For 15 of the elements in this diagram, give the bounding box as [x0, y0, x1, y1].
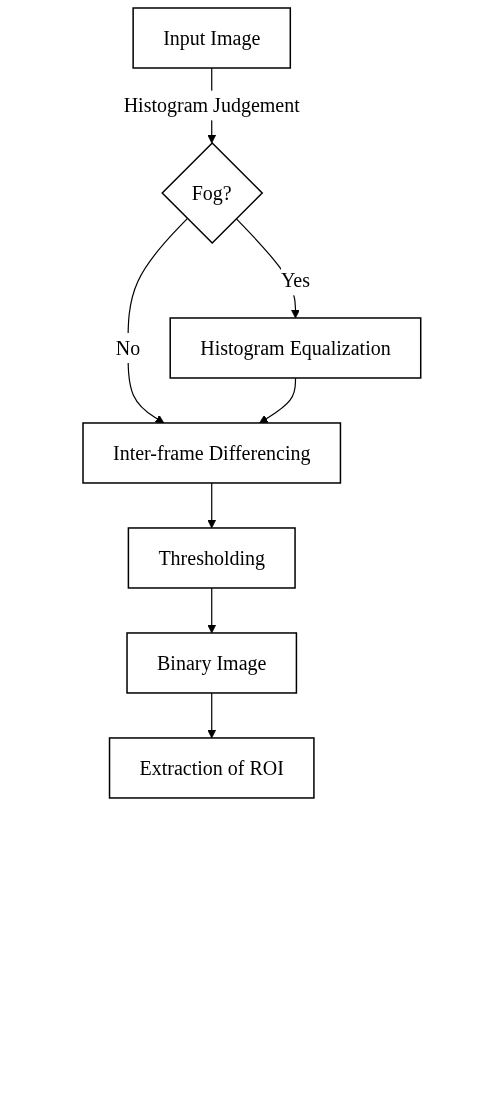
arrow [127, 217, 188, 424]
edge-label: Yes [281, 269, 311, 292]
edge-label: No [115, 336, 141, 359]
node-box: Histogram Equalization [169, 317, 422, 379]
node-box: Binary Image [126, 632, 298, 694]
node-box: Input Image [132, 7, 292, 69]
edge-label: Histogram Judgement [123, 94, 300, 117]
arrow [259, 377, 297, 424]
arrow [207, 482, 217, 529]
arrow [207, 587, 217, 634]
node-box: Thresholding [127, 527, 296, 589]
node-box: Extraction of ROI [108, 737, 315, 799]
arrow [207, 692, 217, 739]
node-box: Inter-frame Differencing [82, 422, 342, 484]
node-diamond: Fog? [161, 141, 264, 245]
